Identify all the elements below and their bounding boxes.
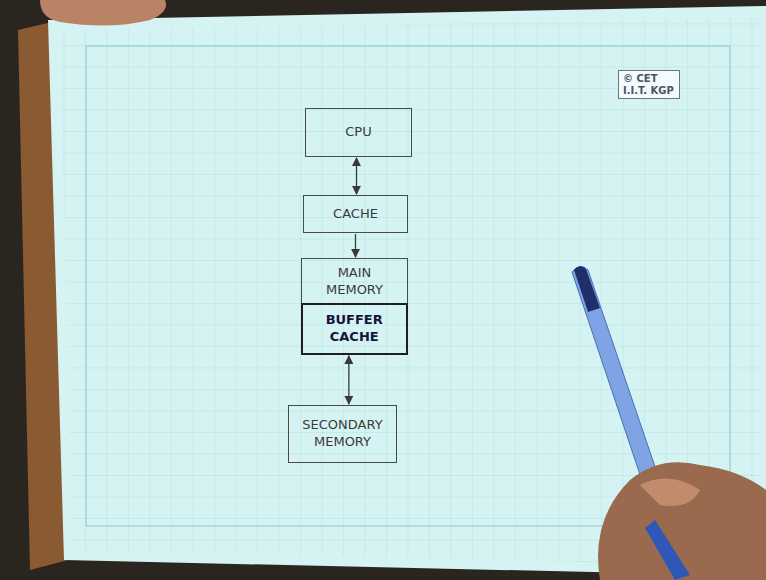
watermark-box: © CET I.I.T. KGP (618, 70, 680, 99)
box-label: CACHE (333, 206, 378, 223)
paper-sheet (48, 6, 766, 576)
box-label: MAIN MEMORY (313, 265, 397, 299)
finger (40, 0, 166, 26)
watermark: © CET I.I.T. KGP (623, 73, 675, 96)
cpu-box: CPU (305, 108, 412, 157)
arrow-connector (355, 234, 356, 257)
pen-grip (645, 520, 690, 580)
secondary-memory-box: SECONDARY MEMORY (288, 405, 397, 463)
box-label: BUFFER CACHE (312, 312, 396, 346)
hand (598, 462, 766, 580)
main-memory-box: MAIN MEMORY BUFFER CACHE (301, 258, 408, 355)
arrow-connector (356, 158, 357, 194)
pen-cap (574, 266, 600, 312)
box-label: CPU (345, 124, 371, 141)
cache-box: CACHE (303, 195, 408, 233)
knuckle (640, 479, 700, 506)
box-label: SECONDARY MEMORY (301, 417, 385, 451)
arrow-connector (348, 356, 349, 404)
buffer-cache-box: BUFFER CACHE (301, 303, 408, 355)
grid-lines (60, 18, 760, 566)
